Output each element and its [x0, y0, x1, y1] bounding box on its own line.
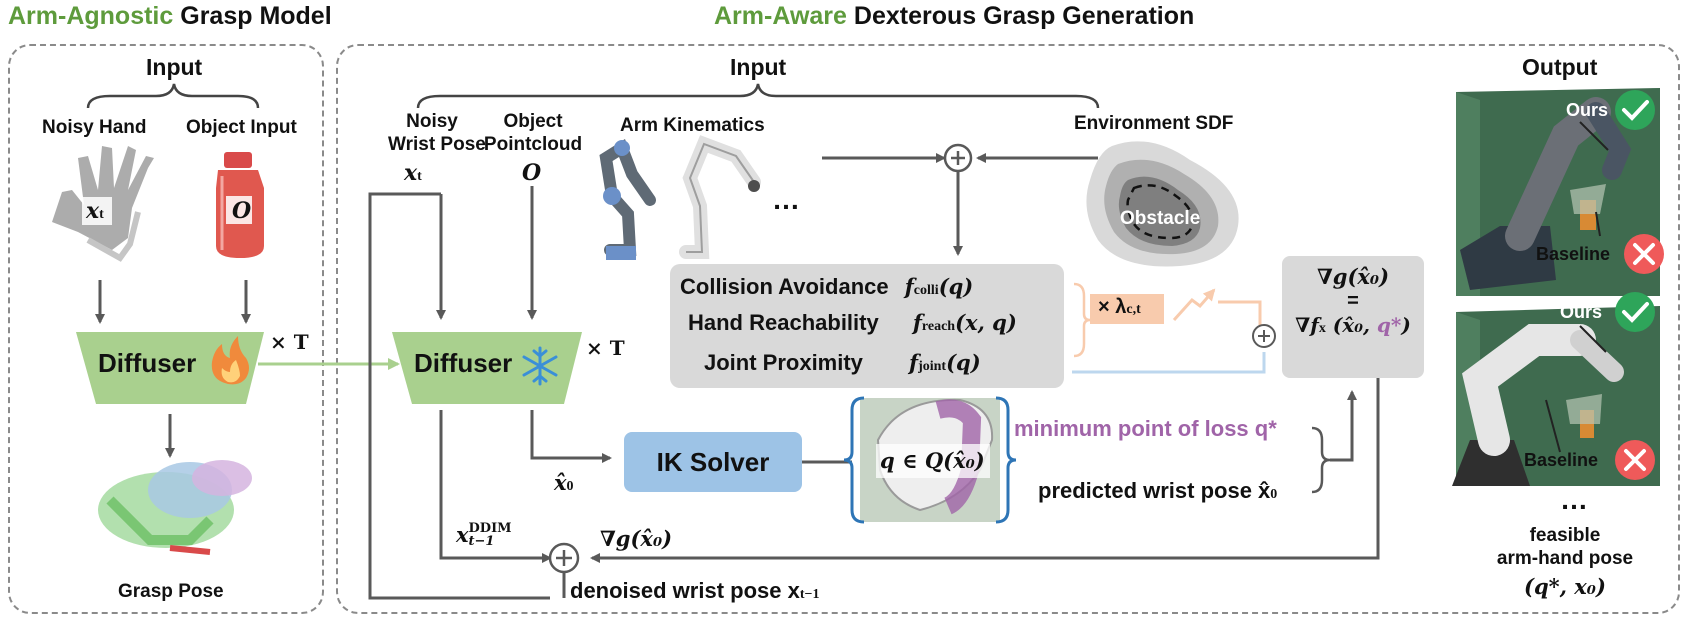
baseline-label-2: Baseline	[1524, 450, 1599, 470]
left-panel	[8, 44, 324, 614]
object-symbol: O	[232, 198, 252, 224]
right-panel	[336, 44, 1680, 614]
fire-icon	[211, 336, 249, 385]
left-title: Arm-Agnostic Grasp Model	[8, 2, 332, 31]
hand-closeup-illustration	[860, 398, 1000, 522]
output-header: Output	[1522, 54, 1598, 80]
arm-kinematics-label: Arm Kinematics	[620, 115, 765, 136]
cross-icon-1	[1624, 234, 1664, 274]
q-set-label: q ∈ Q(x̂₀)	[880, 448, 985, 473]
hand-label-bg	[82, 197, 112, 225]
arm-kinematics-illustration	[599, 135, 761, 260]
environment-sdf-illustration	[1086, 141, 1239, 267]
right-title: Arm-Aware Dexterous Grasp Generation	[714, 2, 1194, 31]
wrist-symbol: xt	[404, 160, 422, 186]
grasp-pose-label: Grasp Pose	[118, 581, 224, 602]
denoised-wrist-label: denoised wrist pose xt−1	[570, 578, 820, 603]
check-icon-1	[1615, 90, 1655, 130]
loss-term-collision: Collision Avoidance fcolli(q)	[680, 274, 974, 299]
baseline-label-1: Baseline	[1536, 244, 1611, 264]
grad-box-shape	[1282, 256, 1424, 378]
object-pointcloud-label: Object Pointcloud	[483, 111, 583, 155]
ik-solver-label: IK Solver	[656, 447, 770, 477]
environment-sdf-label: Environment SDF	[1074, 113, 1234, 134]
diffuser-left-label: Diffuser	[98, 348, 197, 378]
ours-label-1: Ours	[1566, 100, 1609, 120]
cross-icon-2	[1615, 440, 1655, 480]
right-title-rest: Dexterous Grasp Generation	[846, 2, 1195, 30]
left-input-header: Input	[146, 54, 203, 80]
noisy-wrist-pose-label: Noisy Wrist Pose	[388, 111, 486, 155]
pair-label: (q*, x₀)	[1524, 574, 1606, 599]
snowflake-icon	[522, 346, 558, 386]
pointcloud-symbol: O	[522, 160, 542, 186]
hand-symbol: xt	[86, 198, 104, 224]
times-t-middle: × T	[586, 336, 625, 360]
grasp-pose-illustration	[98, 460, 252, 555]
times-t-left: × T	[270, 330, 309, 354]
ik-solver-shape	[624, 432, 802, 492]
feasible-label: feasible arm-hand pose	[1496, 525, 1634, 569]
loss-box-shape	[670, 264, 1064, 388]
output-ellipsis: …	[1560, 484, 1588, 515]
grad-g-label: ∇g(x̂₀)	[600, 526, 673, 551]
middle-input-header: Input	[730, 54, 787, 80]
x0-hat-label: x̂0	[554, 470, 574, 495]
check-icon-2	[1615, 292, 1655, 332]
left-title-rest: Grasp Model	[173, 2, 332, 30]
noisy-hand-label: Noisy Hand	[42, 117, 147, 138]
output-image-2	[1452, 306, 1660, 486]
loss-term-reachability: Hand Reachability freach(x, q)	[688, 310, 1017, 335]
lambda-label: × λc,t	[1098, 296, 1141, 318]
left-title-accent: Arm-Agnostic	[8, 2, 174, 30]
ours-label-2: Ours	[1560, 302, 1603, 322]
right-title-accent: Arm-Aware	[714, 2, 847, 30]
loss-term-joint: Joint Proximity fjoint(q)	[704, 350, 981, 375]
output-image-1	[1456, 88, 1660, 296]
grad-box-text: ∇g(x̂₀) = ∇fx (x̂₀, q*)	[1295, 264, 1411, 337]
middle-input-brace	[416, 83, 1100, 109]
left-input-brace	[86, 83, 260, 109]
min-point-label: minimum point of loss q*	[1014, 416, 1277, 441]
arm-ellipsis: …	[772, 184, 800, 215]
object-input-label: Object Input	[186, 117, 297, 138]
obstacle-label: Obstacle	[1120, 208, 1201, 229]
diffuser-middle-label: Diffuser	[414, 348, 513, 378]
object-label-bg	[226, 196, 252, 224]
predicted-wrist-label: predicted wrist pose x̂0	[1038, 478, 1278, 503]
lambda-box-shape	[1090, 294, 1164, 324]
